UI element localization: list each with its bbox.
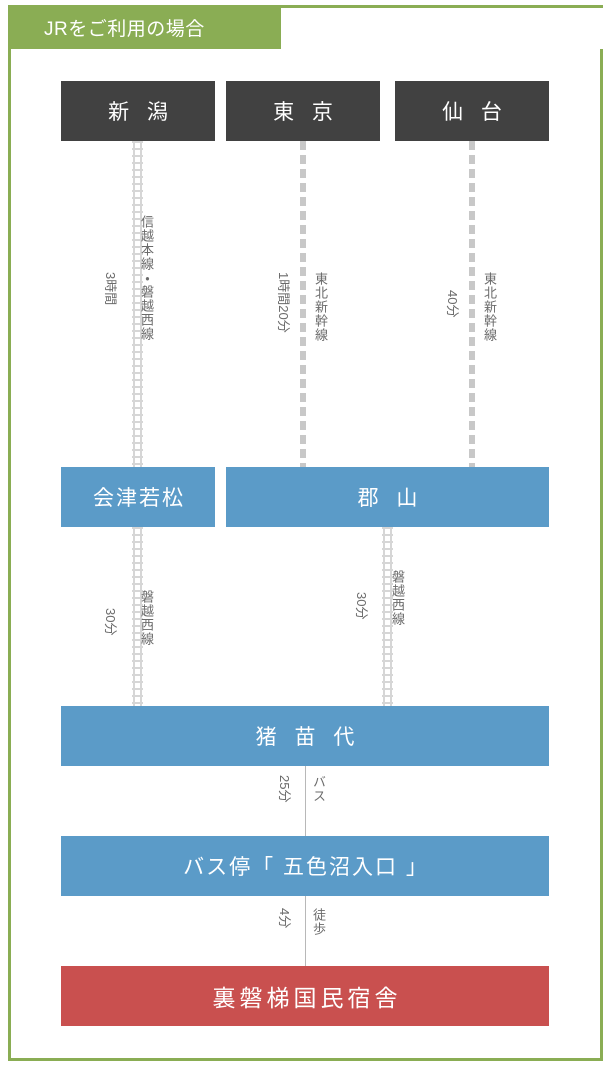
connector-sendai-koriyama	[469, 141, 475, 467]
leg-duration-niigata-aizu: 3時間	[103, 272, 118, 306]
destination-box: 裏磐梯国民宿舎	[61, 966, 549, 1026]
station-box-inawashiro: 猪 苗 代	[61, 706, 549, 766]
connector-niigata-aizu	[132, 141, 143, 467]
leg-line-name-sendai-koriyama: 東北新幹線	[482, 272, 497, 342]
leg-duration-tokyo-koriyama: 1時間20分	[276, 272, 291, 333]
connector-busstop-destination	[305, 896, 306, 966]
origin-box-tokyo: 東 京	[226, 81, 380, 141]
frame-border-left	[8, 49, 11, 1061]
origin-box-sendai: 仙 台	[395, 81, 549, 141]
origin-label-tokyo: 東 京	[273, 101, 339, 124]
station-box-bus-stop: バス停「 五色沼入口 」	[61, 836, 549, 896]
frame-border-right	[600, 49, 603, 1061]
section-header-tab: JRをご利用の場合	[8, 5, 281, 49]
connector-koriyama-inawashiro	[382, 527, 393, 706]
station-box-koriyama: 郡 山	[226, 467, 549, 527]
frame-border-bottom	[8, 1058, 603, 1061]
leg-line-name-inawashiro-busstop: バス	[311, 775, 326, 803]
leg-line-name-aizu-inawashiro: 磐越西線	[139, 590, 154, 646]
leg-line-name-koriyama-inawashiro: 磐越西線	[390, 570, 405, 626]
connector-aizu-inawashiro	[132, 527, 143, 706]
rail-ties	[382, 527, 393, 706]
connector-tokyo-koriyama	[300, 141, 306, 467]
origin-label-sendai: 仙 台	[442, 101, 508, 124]
origin-box-niigata: 新 潟	[61, 81, 215, 141]
station-label-koriyama: 郡 山	[357, 487, 424, 510]
leg-duration-busstop-destination: 4分	[277, 908, 292, 929]
connector-inawashiro-busstop	[305, 766, 306, 836]
leg-duration-koriyama-inawashiro: 30分	[354, 592, 369, 620]
station-label-aizu-wakamatsu: 会津若松	[93, 487, 185, 510]
station-label-bus-stop: バス停「 五色沼入口 」	[183, 856, 429, 879]
rail-ties	[132, 527, 143, 706]
leg-duration-sendai-koriyama: 40分	[445, 290, 460, 318]
station-box-aizu-wakamatsu: 会津若松	[61, 467, 215, 527]
frame-border-top	[281, 5, 603, 8]
leg-duration-inawashiro-busstop: 25分	[277, 775, 292, 803]
leg-line-name-tokyo-koriyama: 東北新幹線	[313, 272, 328, 342]
destination-label: 裏磐梯国民宿舎	[212, 985, 402, 1011]
leg-line-name-busstop-destination: 徒歩	[311, 908, 326, 936]
origin-label-niigata: 新 潟	[108, 101, 174, 124]
station-label-inawashiro: 猪 苗 代	[255, 726, 361, 749]
section-title: JRをご利用の場合	[44, 18, 205, 40]
leg-duration-aizu-inawashiro: 30分	[103, 608, 118, 636]
rail-ties	[132, 141, 143, 467]
leg-line-name-niigata-aizu: 信越本線・磐越西線	[139, 215, 154, 341]
